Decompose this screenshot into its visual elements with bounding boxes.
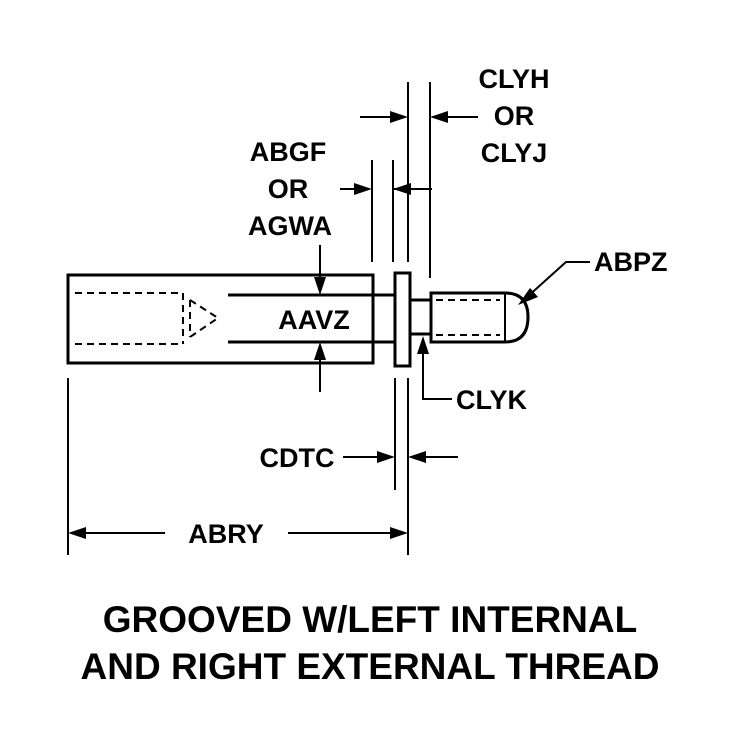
leader-abpz <box>518 261 590 305</box>
label-clyh: CLYH <box>478 64 549 94</box>
label-abgf: ABGF <box>250 137 327 167</box>
shoulder <box>410 298 431 336</box>
caption-line-2: AND RIGHT EXTERNAL THREAD <box>81 646 660 687</box>
label-agwa: AGWA <box>248 211 332 241</box>
label-clyh-or: OR <box>494 101 535 131</box>
label-aavz: AAVZ <box>278 305 350 335</box>
label-clyk: CLYK <box>456 385 528 415</box>
leader-clyk <box>417 336 452 400</box>
dim-aavz-arrows <box>314 245 326 392</box>
neck <box>373 293 395 344</box>
dim-clyh-arrows <box>360 111 478 123</box>
internal-thread-hidden <box>75 292 220 345</box>
collar-flange <box>393 271 412 368</box>
external-thread-stud <box>429 291 530 344</box>
extension-lines <box>67 82 431 555</box>
label-cdtc: CDTC <box>260 443 335 473</box>
caption-line-1: GROOVED W/LEFT INTERNAL <box>103 599 637 640</box>
main-body <box>66 273 375 365</box>
dim-abry-arrows <box>68 527 408 539</box>
label-abry: ABRY <box>188 519 264 549</box>
dim-abgf-arrows <box>340 183 432 195</box>
label-clyj: CLYJ <box>481 138 548 168</box>
label-abgf-or: OR <box>268 174 309 204</box>
dim-cdtc-arrows <box>343 451 458 463</box>
label-abpz: ABPZ <box>594 247 668 277</box>
